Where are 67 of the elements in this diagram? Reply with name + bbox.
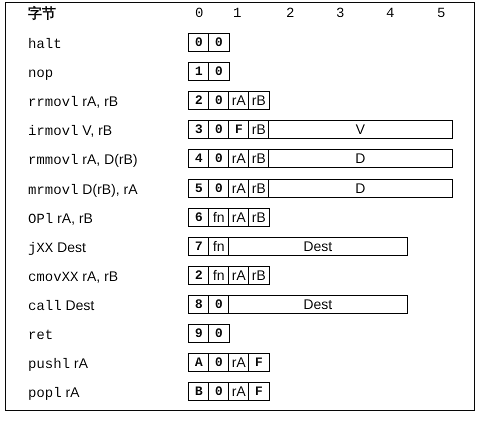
nibble-box: 0 [188, 33, 210, 52]
nibble-box: rB [248, 178, 270, 198]
nibble-box: rB [248, 208, 270, 227]
nibble-box: rA [228, 178, 250, 198]
instruction-name: mrmovl D(rB), rA [28, 180, 138, 198]
nibble-box: rA [228, 266, 250, 285]
value-field: D [268, 178, 452, 198]
nibble-box: 4 [188, 149, 210, 168]
instruction-name: cmovXX rA, rB [28, 268, 118, 286]
nibble-box: fn [208, 236, 230, 256]
nibble-box: 0 [208, 294, 230, 314]
nibble-box: fn [208, 208, 230, 227]
instruction-name: ret [28, 327, 54, 344]
nibble-box: 2 [188, 91, 210, 110]
value-field: V [268, 120, 452, 140]
byte-number: 4 [386, 6, 394, 22]
instruction-name: halt [28, 36, 62, 53]
nibble-box: rB [248, 149, 270, 168]
nibble-box: 7 [188, 236, 210, 256]
nibble-box: rA [228, 382, 250, 402]
column-heading: 字节 [28, 6, 56, 22]
nibble-box: 5 [188, 178, 210, 198]
nibble-box: B [188, 382, 210, 402]
nibble-box: rB [248, 91, 270, 110]
byte-number: 1 [233, 6, 242, 22]
nibble-box: fn [208, 266, 230, 285]
byte-number: 2 [286, 6, 294, 22]
nibble-box: 1 [188, 62, 210, 82]
instruction-name: OPl rA, rB [28, 210, 93, 228]
nibble-box: 0 [208, 178, 230, 198]
nibble-box: 0 [208, 91, 230, 110]
nibble-box: 3 [188, 120, 210, 140]
instruction-name: nop [28, 65, 54, 82]
instruction-name: pushl rA [28, 355, 88, 374]
nibble-box: 8 [188, 294, 210, 314]
nibble-box: A [188, 353, 210, 372]
nibble-box: rA [228, 149, 250, 168]
nibble-box: 0 [208, 353, 230, 372]
nibble-box: F [228, 120, 250, 140]
instruction-name: rmmovl rA, D(rB) [28, 151, 138, 170]
nibble-box: 0 [208, 120, 230, 140]
nibble-box: 0 [208, 62, 230, 82]
nibble-box: rA [228, 91, 250, 110]
nibble-box: rB [248, 120, 270, 140]
nibble-box: F [248, 353, 270, 372]
nibble-box: 9 [188, 324, 210, 343]
nibble-box: 0 [208, 324, 230, 343]
instruction-name: rrmovl rA, rB [28, 93, 118, 112]
instruction-name: irmovl V, rB [28, 122, 112, 140]
instruction-name: popl rA [28, 384, 80, 402]
value-field: Dest [228, 236, 408, 256]
nibble-box: rA [228, 353, 250, 372]
byte-number: 3 [336, 6, 344, 22]
nibble-box: rA [228, 208, 250, 227]
nibble-box: rB [248, 266, 270, 285]
nibble-box: 6 [188, 208, 210, 227]
nibble-box: 2 [188, 266, 210, 285]
instruction-name: jXX Dest [28, 238, 86, 257]
nibble-box: F [248, 382, 270, 402]
nibble-box: 0 [208, 149, 230, 168]
nibble-box: 0 [208, 33, 230, 52]
instruction-name: call Dest [28, 296, 94, 315]
value-field: D [268, 149, 452, 168]
value-field: Dest [228, 294, 408, 314]
byte-number: 5 [437, 6, 446, 22]
byte-number: 0 [195, 6, 204, 22]
nibble-box: 0 [208, 382, 230, 402]
